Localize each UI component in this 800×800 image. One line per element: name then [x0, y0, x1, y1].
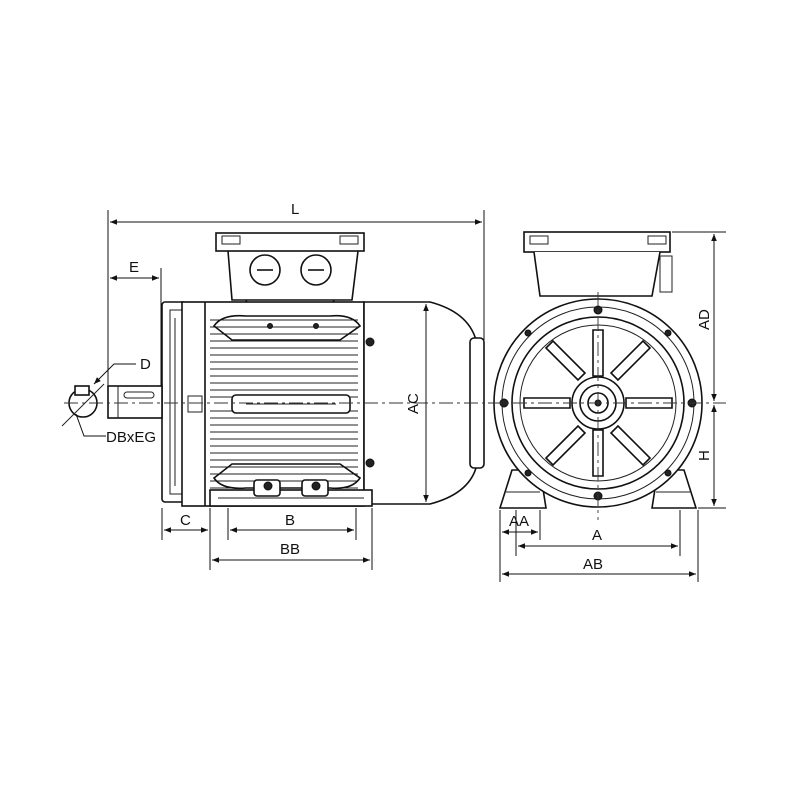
dim-label-A: A — [592, 527, 602, 544]
dim-label-L: L — [291, 201, 299, 218]
dim-label-D: D — [140, 356, 151, 373]
dim-label-B: B — [285, 512, 295, 529]
end-shield — [161, 301, 187, 503]
dimension-label-group: L E D DBxEG AC C B BB AD H AA A AB — [106, 201, 713, 573]
dim-label-H: H — [696, 450, 713, 461]
dim-label-DBxEG: DBxEG — [106, 429, 156, 446]
mounting-feet-side — [209, 479, 373, 507]
cable-gland-icon — [249, 254, 281, 286]
dim-label-C: C — [180, 512, 191, 529]
front-view — [488, 231, 726, 520]
dimension-lines — [75, 210, 726, 582]
terminal-box-front — [523, 231, 673, 297]
terminal-box-side — [215, 232, 365, 319]
cable-gland-icon — [300, 254, 332, 286]
dim-label-E: E — [129, 259, 139, 276]
fan-spokes — [523, 329, 673, 477]
side-view — [61, 232, 496, 507]
stator-body — [181, 301, 365, 507]
dim-label-BB: BB — [280, 541, 300, 558]
dim-label-AB: AB — [583, 556, 603, 573]
shaft — [107, 385, 163, 419]
shaft-end-detail — [61, 383, 105, 427]
dim-label-AC: AC — [405, 393, 422, 414]
dim-label-AD: AD — [696, 309, 713, 330]
dim-label-AA: AA — [509, 513, 529, 530]
